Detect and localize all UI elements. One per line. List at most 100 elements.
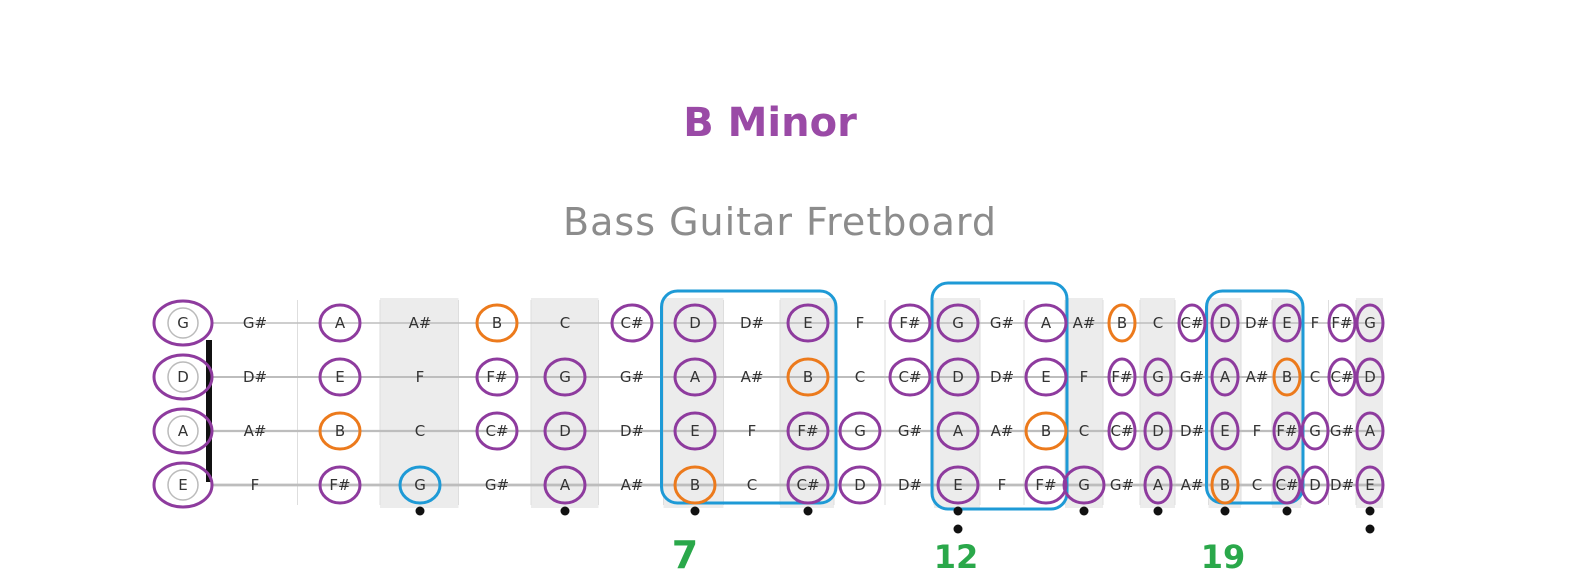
scale-note-ring: [1024, 303, 1068, 343]
root-note-ring: [318, 411, 362, 451]
note-a-string-fret-22: G: [1300, 411, 1330, 451]
note-g-string-fret-10: F: [856, 314, 865, 332]
note-label: A#: [244, 422, 267, 440]
note-e-string-fret-1: F: [251, 476, 260, 494]
note-label: E: [1282, 314, 1291, 332]
note-g-string-fret-9: E: [786, 303, 830, 343]
note-d-string-fret-23: C#: [1327, 357, 1357, 397]
note-e-string-fret-15: G: [1062, 465, 1106, 505]
note-d-string-fret-14: E: [1024, 357, 1068, 397]
scale-note-ring: [1210, 411, 1240, 451]
note-d-string-fret-10: C: [855, 368, 865, 386]
note-label: G#: [990, 314, 1014, 332]
note-d-string-fret-8: A#: [741, 368, 764, 386]
note-d-string-fret-22: C: [1310, 368, 1320, 386]
note-a-string-fret-13: A#: [991, 422, 1014, 440]
scale-note-ring: [1300, 465, 1330, 505]
note-label: C#: [485, 422, 508, 440]
fret-marker-dot: [953, 506, 963, 516]
note-g-string-fret-0: G: [152, 299, 214, 347]
note-label: F#: [1035, 476, 1056, 494]
note-label: D#: [1180, 422, 1204, 440]
scale-note-ring: [152, 353, 214, 401]
note-g-string-fret-5: C: [560, 314, 570, 332]
note-g-string-fret-2: A: [318, 303, 362, 343]
note-label: A#: [1181, 476, 1204, 494]
note-label: E: [178, 476, 187, 494]
scale-note-ring: [543, 465, 587, 505]
scale-title: B Minor: [683, 100, 857, 146]
open-string-marker: [167, 307, 199, 339]
note-label: C: [1310, 368, 1320, 386]
note-label: E: [1365, 476, 1374, 494]
note-label: B: [1041, 422, 1051, 440]
note-d-string-fret-11: C#: [888, 357, 932, 397]
scale-note-ring: [1024, 465, 1068, 505]
fret-marker-dot: [1282, 506, 1292, 516]
note-label: G: [177, 314, 189, 332]
scale-note-ring: [888, 303, 932, 343]
note-label: D: [1364, 368, 1376, 386]
note-a-string-fret-6: D#: [620, 422, 644, 440]
note-label: E: [1041, 368, 1050, 386]
note-label: D: [1219, 314, 1231, 332]
scale-note-ring: [152, 407, 214, 455]
note-label: A#: [991, 422, 1014, 440]
note-d-string-fret-7: A: [673, 357, 717, 397]
open-string-marker: [167, 469, 199, 501]
open-string-marker: [167, 361, 199, 393]
scale-note-ring: [543, 357, 587, 397]
note-label: D: [854, 476, 866, 494]
scale-note-ring: [1210, 303, 1240, 343]
note-a-string-fret-16: C#: [1107, 411, 1137, 451]
note-a-string-fret-14: B: [1024, 411, 1068, 451]
note-a-string-fret-12: A: [936, 411, 980, 451]
note-g-string-fret-8: D#: [740, 314, 764, 332]
root-note-ring: [1210, 465, 1240, 505]
scale-note-ring: [318, 357, 362, 397]
scale-note-ring: [318, 465, 362, 505]
scale-note-ring: [1272, 303, 1302, 343]
scale-note-ring: [475, 357, 519, 397]
note-label: G: [1152, 368, 1164, 386]
root-note-ring: [1024, 411, 1068, 451]
open-string-marker: [167, 415, 199, 447]
note-label: D#: [898, 476, 922, 494]
note-label: F: [856, 314, 865, 332]
note-label: A#: [409, 314, 432, 332]
position-box: [930, 281, 1069, 511]
note-a-string-fret-7: E: [673, 411, 717, 451]
note-label: C#: [1275, 476, 1298, 494]
note-g-string-fret-17: C: [1153, 314, 1163, 332]
note-a-string-fret-18: D#: [1180, 422, 1204, 440]
note-d-string-fret-16: F#: [1107, 357, 1137, 397]
note-e-string-fret-7: B: [673, 465, 717, 505]
scale-note-ring: [1355, 357, 1385, 397]
note-d-string-fret-4: F#: [475, 357, 519, 397]
note-e-string-fret-21: C#: [1272, 465, 1302, 505]
scale-note-ring: [1355, 303, 1385, 343]
note-a-string-fret-0: A: [152, 407, 214, 455]
note-g-string-fret-14: A: [1024, 303, 1068, 343]
fret-marker-dot: [1079, 506, 1089, 516]
note-label: F#: [899, 314, 920, 332]
note-label: D#: [740, 314, 764, 332]
note-label: C: [747, 476, 757, 494]
scale-note-ring: [673, 303, 717, 343]
fret-marker-dot: [953, 524, 963, 534]
note-a-string-fret-20: F: [1253, 422, 1262, 440]
note-d-string-fret-17: G: [1143, 357, 1173, 397]
root-note-ring: [1107, 303, 1137, 343]
fret-marker-dot: [415, 506, 425, 516]
note-label: F#: [1276, 422, 1297, 440]
note-a-string-fret-8: F: [748, 422, 757, 440]
note-label: D#: [620, 422, 644, 440]
note-label: G#: [243, 314, 267, 332]
note-label: G#: [898, 422, 922, 440]
note-g-string-fret-4: B: [475, 303, 519, 343]
note-d-string-fret-18: G#: [1180, 368, 1204, 386]
note-e-string-fret-18: A#: [1181, 476, 1204, 494]
note-e-string-fret-24: E: [1355, 465, 1385, 505]
note-label: F#: [1111, 368, 1132, 386]
